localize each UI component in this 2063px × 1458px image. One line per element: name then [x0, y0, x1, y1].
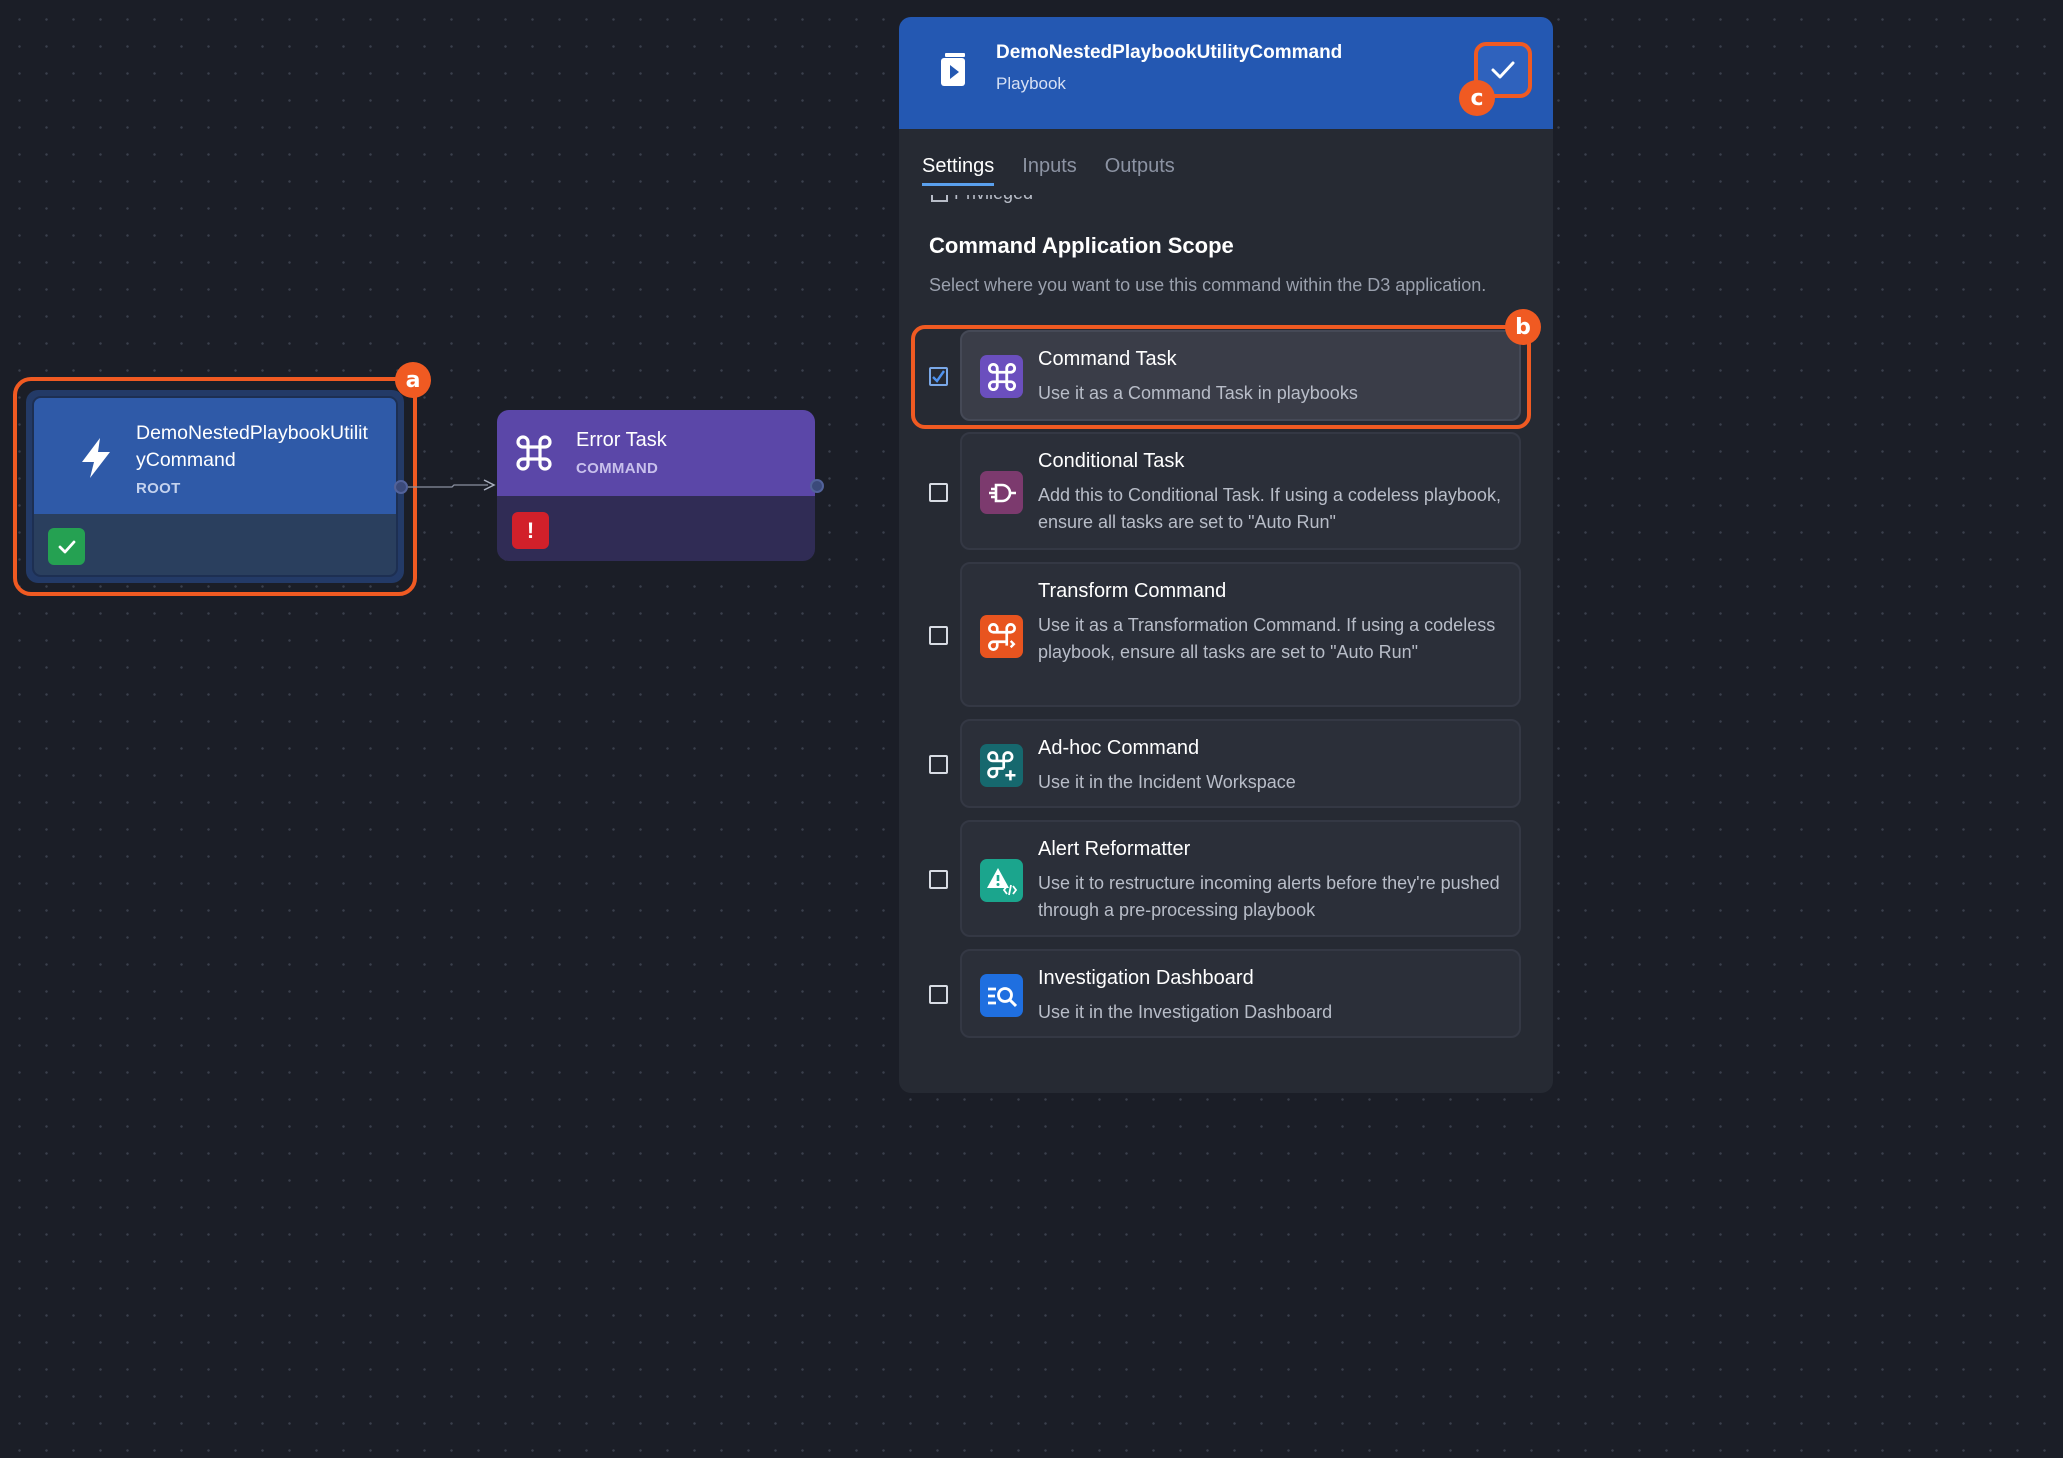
root-node-card: DemoNestedPlaybookUtilityCommand ROOT: [32, 396, 398, 577]
adhoc-command-icon: [980, 744, 1023, 787]
option-description: Use it as a Transformation Command. If u…: [1038, 615, 1496, 662]
alert-reformatter-icon: [980, 859, 1023, 902]
checkbox-check-icon: [932, 370, 945, 383]
panel-subtitle: Playbook: [996, 74, 1066, 93]
confirm-button[interactable]: [1474, 42, 1532, 98]
transform-icon: [980, 615, 1023, 658]
privileged-label: Privileged: [954, 195, 1033, 204]
panel-title: DemoNestedPlaybookUtilityCommand: [996, 42, 1343, 63]
command-icon: [516, 435, 552, 471]
root-node-type: ROOT: [136, 480, 181, 497]
error-task-title: Error Task: [576, 429, 667, 451]
callout-b-highlight: [911, 325, 1531, 429]
error-task-type: COMMAND: [576, 460, 659, 477]
panel-header: DemoNestedPlaybookUtilityCommand Playboo…: [899, 17, 1553, 129]
option-alert-reformatter[interactable]: Alert Reformatter Use it to restructure …: [960, 820, 1521, 937]
option-title: Transform Command: [1038, 580, 1227, 602]
callout-badge-a: a: [395, 362, 431, 398]
playbook-canvas[interactable]: DemoNestedPlaybookUtilityCommand ROOT a …: [0, 0, 1568, 1108]
error-status-icon: !: [512, 512, 549, 549]
error-task-output-port[interactable]: [810, 479, 824, 493]
adhoc-command-checkbox[interactable]: [929, 755, 948, 774]
panel-tabs: Settings Inputs Outputs: [922, 155, 1175, 186]
tab-settings[interactable]: Settings: [922, 155, 995, 186]
root-node-title: DemoNestedPlaybookUtilityCommand: [136, 422, 368, 471]
error-task-node[interactable]: Error Task COMMAND !: [497, 410, 815, 561]
option-title: Conditional Task: [1038, 450, 1185, 472]
option-description: Add this to Conditional Task. If using a…: [1038, 485, 1501, 532]
tab-inputs[interactable]: Inputs: [1022, 155, 1077, 177]
option-conditional-task[interactable]: Conditional Task Add this to Conditional…: [960, 432, 1521, 550]
privileged-option-clipped: Privileged: [931, 195, 1131, 205]
option-description: Use it to restructure incoming alerts be…: [1038, 873, 1500, 920]
investigation-dashboard-icon: [980, 974, 1023, 1017]
option-title: Command Task: [1038, 348, 1177, 370]
option-description: Use it in the Incident Workspace: [1038, 772, 1296, 792]
playbook-settings-panel: DemoNestedPlaybookUtilityCommand Playboo…: [899, 17, 1553, 1093]
alert-reformatter-checkbox[interactable]: [929, 870, 948, 889]
root-node-header: DemoNestedPlaybookUtilityCommand ROOT: [34, 398, 396, 514]
option-title: Alert Reformatter: [1038, 838, 1191, 860]
error-task-header: Error Task COMMAND: [497, 410, 815, 496]
command-task-checkbox[interactable]: [929, 367, 948, 386]
privileged-checkbox[interactable]: [931, 195, 948, 202]
success-check-icon: [48, 528, 85, 565]
lightning-icon: [82, 438, 110, 478]
option-command-task[interactable]: Command Task Use it as a Command Task in…: [960, 330, 1521, 421]
connector-arrow: [408, 479, 496, 491]
conditional-task-checkbox[interactable]: [929, 483, 948, 502]
investigation-dashboard-checkbox[interactable]: [929, 985, 948, 1004]
root-node-output-port[interactable]: [394, 480, 408, 494]
conditional-icon: [980, 471, 1023, 514]
option-title: Ad-hoc Command: [1038, 737, 1200, 759]
root-node[interactable]: DemoNestedPlaybookUtilityCommand ROOT: [26, 390, 404, 583]
section-description: Select where you want to use this comman…: [929, 275, 1487, 295]
playbook-icon: [941, 53, 965, 86]
option-transform-command[interactable]: Transform Command Use it as a Transforma…: [960, 562, 1521, 707]
option-investigation-dashboard[interactable]: Investigation Dashboard Use it in the In…: [960, 949, 1521, 1038]
option-description: Use it as a Command Task in playbooks: [1038, 383, 1358, 403]
transform-command-checkbox[interactable]: [929, 626, 948, 645]
section-title: Command Application Scope: [929, 233, 1234, 258]
command-icon: [980, 355, 1023, 398]
root-node-body: [34, 514, 396, 575]
option-description: Use it in the Investigation Dashboard: [1038, 1002, 1333, 1022]
checkmark-icon: [1491, 61, 1515, 79]
callout-badge-c: c: [1459, 80, 1495, 116]
option-title: Investigation Dashboard: [1038, 967, 1254, 989]
option-adhoc-command[interactable]: Ad-hoc Command Use it in the Incident Wo…: [960, 719, 1521, 808]
tab-outputs[interactable]: Outputs: [1104, 155, 1175, 177]
callout-badge-b: b: [1505, 309, 1541, 345]
